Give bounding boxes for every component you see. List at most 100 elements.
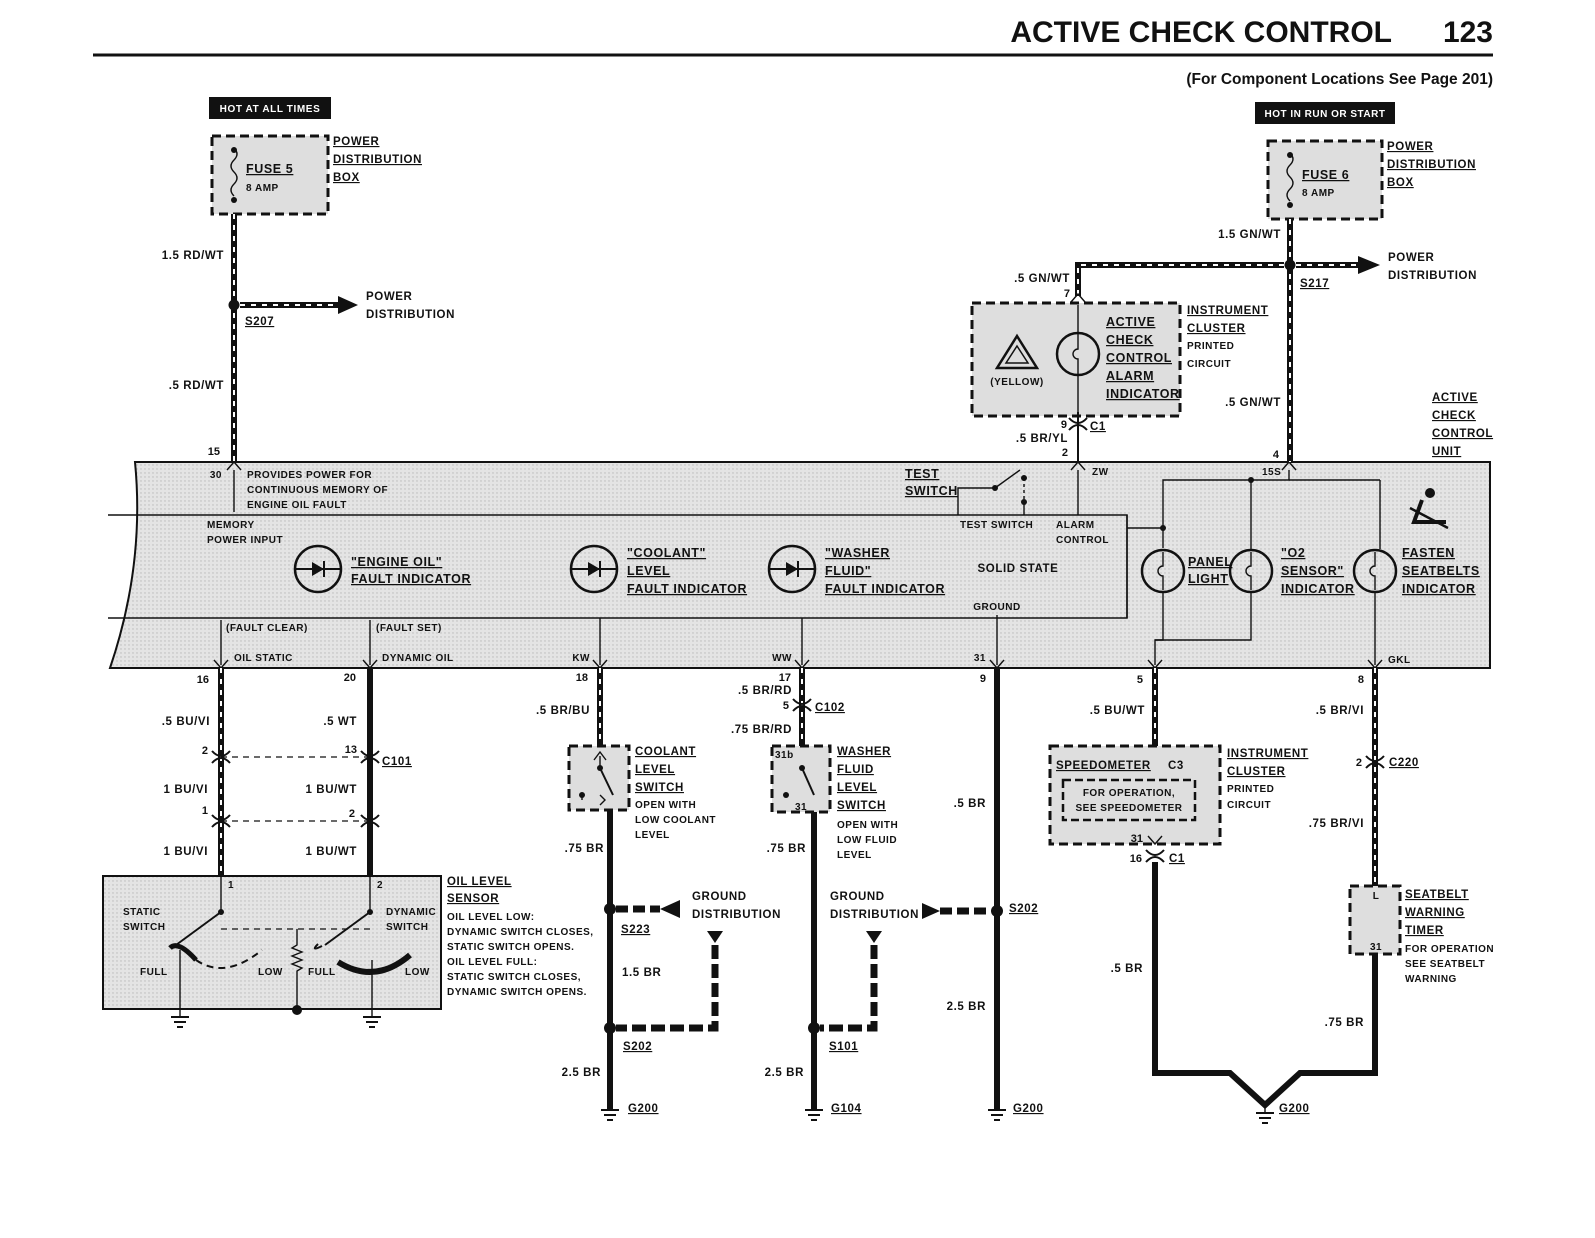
- wire-1-bu-wt-2: 1 BU/WT: [306, 846, 357, 858]
- pin-15s: 15S: [1262, 467, 1281, 478]
- washer-switch-4: SWITCH: [837, 800, 886, 812]
- unit-top-labels: 30 PROVIDES POWER FOR CONTINUOUS MEMORY …: [207, 392, 1493, 546]
- c101-pin-2: 2: [202, 745, 208, 757]
- wire-0-75-br-coolant: .75 BR: [565, 843, 604, 855]
- oil-desc-2: DYNAMIC SWITCH CLOSES,: [447, 927, 594, 938]
- speedo-c3: C3: [1168, 760, 1184, 772]
- washer-ground-dist-1: GROUND: [830, 891, 885, 903]
- engine-oil-fault-indicator: "ENGINE OIL" FAULT INDICATOR: [293, 544, 471, 594]
- speedo-cluster-3: PRINTED: [1227, 784, 1274, 795]
- speedometer-circuit: 5 .5 BU/WT SPEEDOMETER C3 FOR OPERATION,…: [1048, 668, 1378, 1110]
- speedo-note-2: SEE SPEEDOMETER: [1076, 803, 1183, 814]
- coolant-switch-1: COOLANT: [635, 746, 696, 758]
- ground-g104: G104: [831, 1103, 862, 1115]
- connector-c102: C102: [815, 702, 845, 714]
- oil-pin-20: 20: [344, 672, 356, 684]
- fasten-label-1: FASTEN: [1402, 546, 1455, 560]
- speedo-connector-c1: C1: [1169, 853, 1185, 865]
- seatbelt-pin-31: 31: [1370, 942, 1382, 953]
- power-dist-box-left-3: BOX: [333, 172, 360, 184]
- washer-pin-31b: 31b: [775, 750, 794, 761]
- c101-pin-13: 13: [345, 744, 357, 756]
- fuse-5-label: FUSE 5: [246, 162, 293, 176]
- seatbelt-pin-l: L: [1373, 891, 1380, 902]
- washer-fault-indicator: "WASHER FLUID" FAULT INDICATOR: [767, 544, 945, 596]
- wire-0-5-br-vi: .5 BR/VI: [1316, 705, 1364, 717]
- power-dist-box-right-1: POWER: [1387, 141, 1434, 153]
- warning-triangle-icon: [994, 333, 1040, 370]
- fasten-label-2: SEATBELTS: [1402, 564, 1480, 578]
- alarm-name-3: CONTROL: [1106, 351, 1172, 365]
- wire-1-bu-vi-2: 1 BU/VI: [164, 846, 208, 858]
- wire-0-5-br-bu: .5 BR/BU: [536, 705, 590, 717]
- oil-level-circuit: 16 20 .5 BU/VI .5 WT 2 13 C101 1 BU/VI 1…: [102, 668, 594, 1028]
- memory-label-1: MEMORY: [207, 520, 255, 531]
- coolant-ground-dist-2: DISTRIBUTION: [692, 909, 781, 921]
- seatbelt-timer-2: WARNING: [1405, 907, 1465, 919]
- alarm-pin-9: 9: [1061, 419, 1067, 431]
- seatbelt-note-2: SEE SEATBELT: [1405, 959, 1485, 970]
- wire-2-5-br-ground: 2.5 BR: [947, 1001, 986, 1013]
- splice-s202-ground: [991, 905, 1003, 917]
- c101-pin-1: 1: [202, 805, 208, 817]
- o2-sensor-label-1: "O2: [1281, 546, 1305, 560]
- fuse-6-amp: 8 AMP: [1302, 188, 1335, 199]
- wire-0-5-wt: .5 WT: [323, 716, 357, 728]
- c102-pin-5: 5: [783, 700, 789, 712]
- ground-g200-coolant: G200: [628, 1103, 659, 1115]
- panel-light-label-2: LIGHT: [1188, 572, 1229, 586]
- washer-switch-2: FLUID: [837, 764, 874, 776]
- oil-desc-4: OIL LEVEL FULL:: [447, 957, 537, 968]
- coolant-note-2: LOW COOLANT: [635, 815, 716, 826]
- low-dynamic: LOW: [405, 967, 430, 978]
- wire-0-75-br-vi: .75 BR/VI: [1309, 818, 1364, 830]
- provides-power-1: PROVIDES POWER FOR: [247, 470, 372, 481]
- ground-g200-right: G200: [1279, 1103, 1310, 1115]
- fault-set-label: (FAULT SET): [376, 623, 442, 634]
- o2-sensor-label-2: SENSOR": [1281, 564, 1344, 578]
- dynamic-switch-label-2: SWITCH: [386, 922, 428, 933]
- coolant-fault-label-3: FAULT INDICATOR: [627, 582, 747, 596]
- ground-label: GROUND: [973, 602, 1020, 613]
- wire-0-75-br-rd: .75 BR/RD: [731, 724, 792, 736]
- sensor-pin-2: 2: [377, 880, 383, 891]
- connector-c101: C101: [382, 756, 412, 768]
- coolant-fault-label-1: "COOLANT": [627, 546, 706, 560]
- power-distribution-right-2: DISTRIBUTION: [1388, 270, 1477, 282]
- oil-level-sensor-box: [102, 875, 442, 1010]
- oil-level-sensor-2: SENSOR: [447, 893, 499, 905]
- splice-s101: [808, 1022, 820, 1034]
- seatbelt-timer-3: TIMER: [1405, 925, 1444, 937]
- splice-s202-coolant-label: S202: [623, 1041, 652, 1053]
- provides-power-3: ENGINE OIL FAULT: [247, 500, 347, 511]
- oil-static-label: OIL STATIC: [234, 653, 293, 664]
- speedo-pin-5: 5: [1137, 674, 1143, 686]
- wire-0-5-gn-wt-branch: .5 GN/WT: [1014, 273, 1070, 285]
- speedo-note-1: FOR OPERATION,: [1083, 788, 1175, 799]
- full-dynamic: FULL: [308, 967, 336, 978]
- connector-c220: C220: [1389, 757, 1419, 769]
- panel-light-label-1: PANEL: [1188, 555, 1232, 569]
- power-distribution-left-2: DISTRIBUTION: [366, 309, 455, 321]
- unit-title-4: UNIT: [1432, 446, 1461, 458]
- seatbelt-timer-box: [1348, 884, 1402, 956]
- wire-0-5-gn-wt: .5 GN/WT: [1225, 397, 1281, 409]
- active-check-control-unit: [108, 461, 1491, 669]
- unit-title-1: ACTIVE: [1432, 392, 1478, 404]
- alarm-indicator-cluster: (YELLOW) ACTIVE CHECK CONTROL ALARM INDI…: [970, 301, 1268, 462]
- low-static: LOW: [258, 967, 283, 978]
- oil-pin-16: 16: [197, 674, 209, 686]
- speedo-pin-31: 31: [1131, 833, 1143, 845]
- wire-0-5-br-speedo: .5 BR: [1111, 963, 1143, 975]
- washer-fluid-switch-box: [770, 744, 832, 814]
- alarm-name-2: CHECK: [1106, 333, 1153, 347]
- power-dist-box-right-2: DISTRIBUTION: [1387, 159, 1476, 171]
- unit-title-3: CONTROL: [1432, 428, 1493, 440]
- washer-fault-label-3: FAULT INDICATOR: [825, 582, 945, 596]
- power-dist-box-left-1: POWER: [333, 136, 380, 148]
- pin-15: 15: [208, 446, 220, 458]
- unit-title-2: CHECK: [1432, 410, 1476, 422]
- coolant-note-1: OPEN WITH: [635, 800, 696, 811]
- alarm-name-1: ACTIVE: [1106, 315, 1155, 329]
- wire-1-5-br: 1.5 BR: [622, 967, 661, 979]
